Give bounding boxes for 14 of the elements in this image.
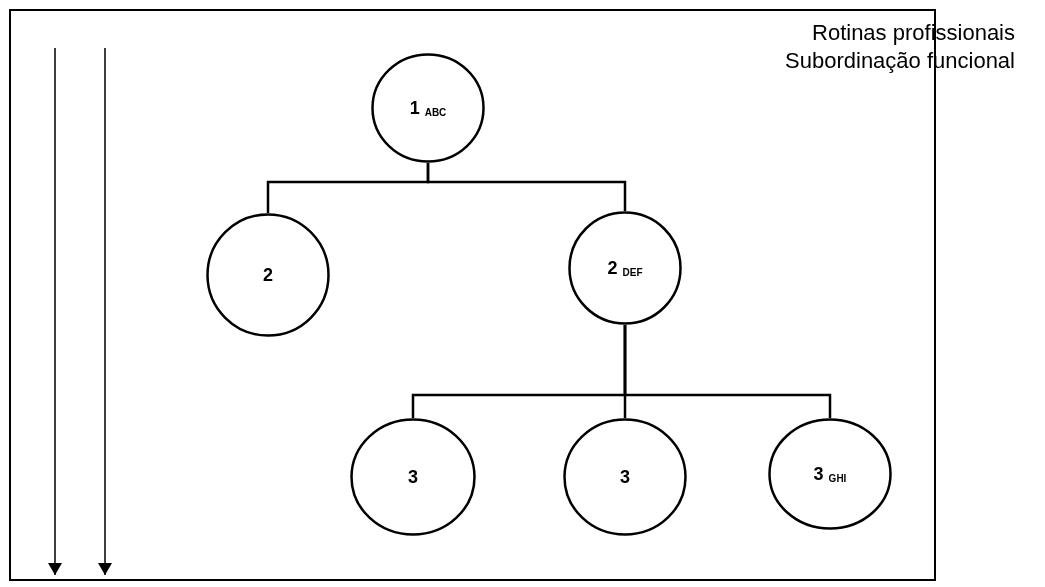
node-label: 3	[408, 466, 418, 488]
node-label: 2	[263, 264, 273, 286]
circle-node	[206, 213, 330, 337]
node-label: 2 $_{DEF}$	[607, 257, 643, 279]
node-label: 3 $_{GHI}$	[813, 463, 847, 485]
circle-node	[371, 53, 485, 163]
node-label: 1 $_{ABC}$	[409, 97, 447, 119]
connector-line	[623, 325, 832, 418]
circle-node	[563, 418, 687, 536]
circle-node	[568, 211, 682, 325]
circle-node	[350, 418, 476, 536]
circle-node	[768, 418, 892, 530]
node-label: 3	[620, 466, 630, 488]
connector-line	[426, 163, 627, 211]
